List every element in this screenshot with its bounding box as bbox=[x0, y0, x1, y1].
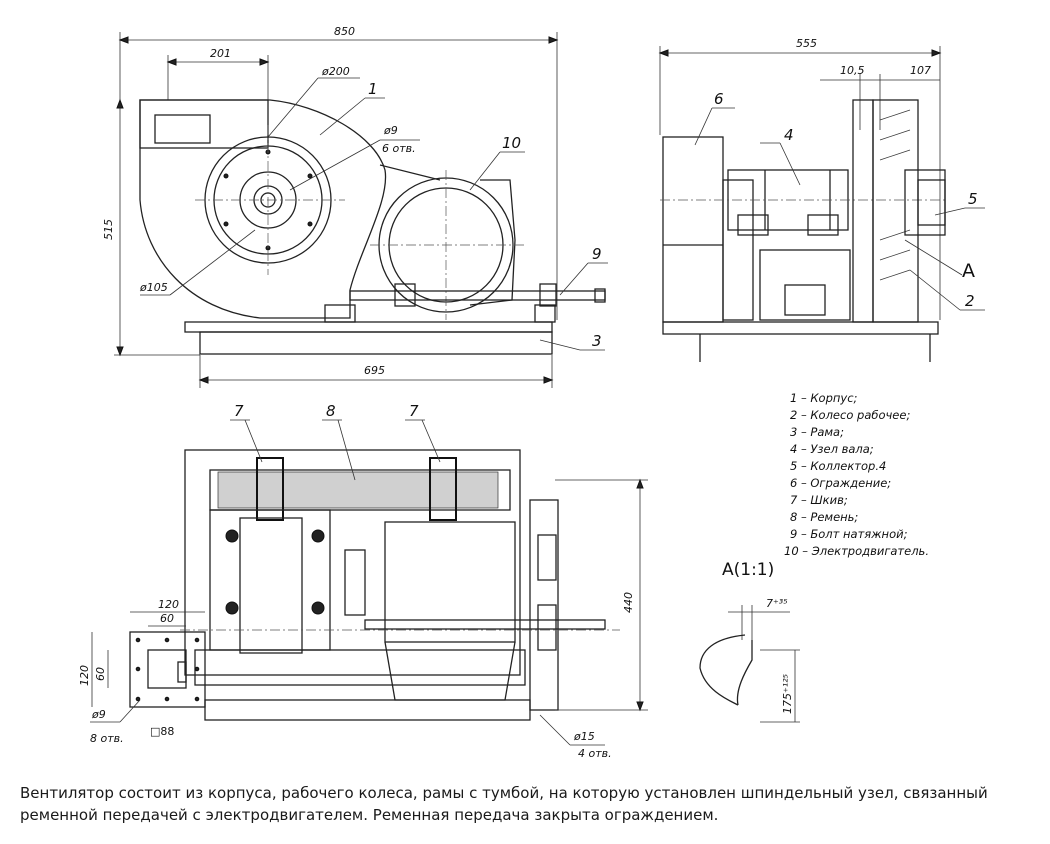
dim-107: 107 bbox=[910, 64, 931, 77]
callout-4: 4 bbox=[784, 126, 794, 144]
dim-695: 695 bbox=[364, 364, 385, 377]
callout-7-left: 7 bbox=[234, 402, 244, 420]
callout-5: 5 bbox=[968, 190, 978, 208]
detail-a-title: A(1:1) bbox=[722, 560, 774, 580]
callout-8: 8 bbox=[326, 402, 336, 420]
legend-item: 5 – Коллектор.4 bbox=[790, 459, 886, 473]
plan-view: 440 7 8 7 ø15 4 отв. bbox=[180, 402, 648, 760]
callout-1: 1 bbox=[368, 80, 378, 98]
dim-flange-60: 60 bbox=[160, 612, 174, 625]
legend-item: 9 – Болт натяжной; bbox=[790, 527, 908, 541]
dim-d105: ø105 bbox=[139, 281, 168, 294]
front-view: 850 201 515 bbox=[102, 25, 608, 388]
legend-item: 1 – Корпус; bbox=[790, 391, 858, 405]
dim-d200: ø200 bbox=[321, 65, 350, 78]
callout-2: 2 bbox=[965, 292, 975, 310]
legend-item: 10 – Электродвигатель. bbox=[784, 544, 929, 558]
description-text: Вентилятор состоит из корпуса, рабочего … bbox=[20, 784, 988, 824]
technical-drawing: 850 201 515 bbox=[78, 25, 985, 760]
legend-item: 8 – Ремень; bbox=[790, 510, 858, 524]
legend-item: 3 – Рама; bbox=[790, 425, 844, 439]
dim-440: 440 bbox=[622, 592, 635, 613]
view-a-label: A bbox=[962, 260, 975, 282]
dim-flange-d9: ø9 bbox=[91, 708, 106, 721]
callout-6: 6 bbox=[714, 90, 724, 108]
callout-10: 10 bbox=[502, 134, 521, 152]
parts-legend: 1 – Корпус; 2 – Колесо рабочее; 3 – Рама… bbox=[784, 391, 929, 558]
dim-flange-120-v: 120 bbox=[78, 665, 91, 686]
dim-detail-7: 7⁺³⁵ bbox=[766, 597, 788, 610]
dim-515: 515 bbox=[102, 219, 115, 240]
dim-4holes: 4 отв. bbox=[578, 747, 612, 760]
dim-d9: ø9 bbox=[383, 124, 398, 137]
callout-3: 3 bbox=[592, 332, 602, 350]
dim-flange-8holes: 8 отв. bbox=[90, 732, 124, 745]
dim-flange-60-v: 60 bbox=[94, 667, 107, 681]
dim-flange-120: 120 bbox=[158, 598, 179, 611]
legend-item: 7 – Шкив; bbox=[790, 493, 848, 507]
dim-d15: ø15 bbox=[573, 730, 595, 743]
side-view: 555 10,5 107 bbox=[658, 37, 985, 362]
dim-6holes: 6 отв. bbox=[382, 142, 416, 155]
callout-7-right: 7 bbox=[409, 402, 419, 420]
flange-view: 120 60 120 60 ø9 8 отв. □88 bbox=[78, 598, 206, 745]
legend-item: 4 – Узел вала; bbox=[790, 442, 874, 456]
legend-item: 2 – Колесо рабочее; bbox=[790, 408, 910, 422]
dim-detail-175: 175⁺¹²⁵ bbox=[781, 674, 794, 714]
dim-201: 201 bbox=[210, 47, 231, 60]
dim-555: 555 bbox=[796, 37, 817, 50]
detail-a: A(1:1) 7⁺³⁵ 175⁺¹²⁵ bbox=[699, 560, 800, 723]
dim-flange-88: □88 bbox=[150, 725, 174, 738]
dim-10-5: 10,5 bbox=[840, 64, 865, 77]
dim-850: 850 bbox=[334, 25, 355, 38]
callout-9: 9 bbox=[592, 245, 602, 263]
legend-item: 6 – Ограждение; bbox=[790, 476, 891, 490]
